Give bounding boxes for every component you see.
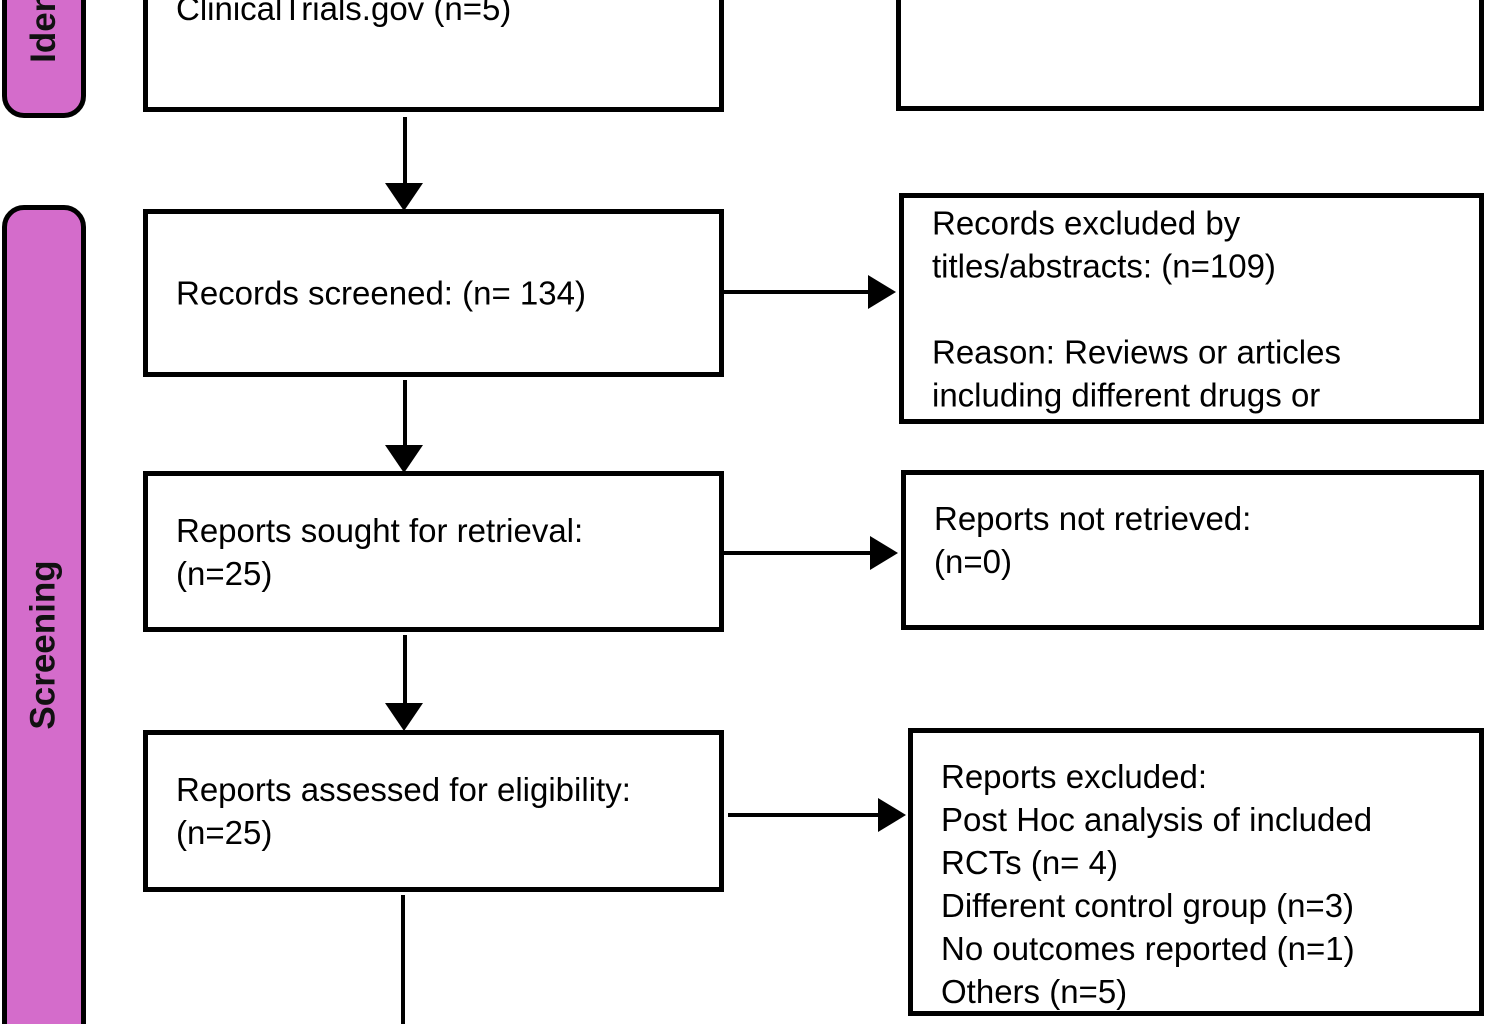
- box-identification-sources-text: ClinicalTrials.gov (n=5): [176, 0, 512, 27]
- connector-sought-to-not-retrieved-line: [724, 551, 876, 555]
- down-arrow-icon-sources-to-screened: [385, 183, 423, 211]
- connector-sought-to-assessed-line: [403, 635, 407, 708]
- box-reports-not-retrieved-text: Reports not retrieved: (n=0): [934, 500, 1252, 580]
- connector-assessed-to-excluded-line: [728, 813, 884, 817]
- connector-sources-to-screened-line: [403, 117, 407, 189]
- box-reports-excluded-text: Reports excluded: Post Hoc analysis of i…: [941, 758, 1373, 1010]
- box-reports-assessed-for-eligibility: Reports assessed for eligibility: (n=25): [143, 730, 724, 892]
- stage-bar-identification: Identification: [2, 0, 86, 118]
- box-reports-sought-for-retrieval: Reports sought for retrieval: (n=25): [143, 471, 724, 632]
- stage-label-identification: Identification: [24, 0, 64, 63]
- right-arrow-icon-sought-to-not-retrieved: [870, 536, 898, 570]
- stage-label-screening: Screening: [24, 560, 64, 730]
- stage-bar-screening: Screening: [2, 205, 86, 1024]
- down-arrow-icon-screened-to-sought: [385, 445, 423, 473]
- right-arrow-icon-assessed-to-excluded: [878, 798, 906, 832]
- connector-assessed-to-included-line: [401, 895, 405, 1024]
- down-arrow-icon-sought-to-assessed: [385, 703, 423, 731]
- box-reports-sought-for-retrieval-text: Reports sought for retrieval: (n=25): [176, 511, 584, 592]
- box-reports-not-retrieved: Reports not retrieved: (n=0): [901, 470, 1484, 630]
- box-reports-assessed-for-eligibility-text: Reports assessed for eligibility: (n=25): [176, 771, 631, 851]
- box-records-screened: Records screened: (n= 134): [143, 209, 724, 377]
- connector-screened-to-sought-line: [403, 380, 407, 450]
- box-records-screened-text: Records screened: (n= 134): [176, 274, 586, 312]
- right-arrow-icon-screened-to-excluded: [868, 275, 896, 309]
- box-identification-sources: ClinicalTrials.gov (n=5): [143, 0, 724, 112]
- box-records-excluded-text: Records excluded by titles/abstracts: (n…: [932, 204, 1341, 413]
- box-identification-records-removed: [896, 0, 1484, 111]
- box-records-excluded: Records excluded by titles/abstracts: (n…: [899, 193, 1484, 424]
- connector-screened-to-excluded-line: [724, 290, 874, 294]
- box-reports-excluded: Reports excluded: Post Hoc analysis of i…: [908, 728, 1484, 1016]
